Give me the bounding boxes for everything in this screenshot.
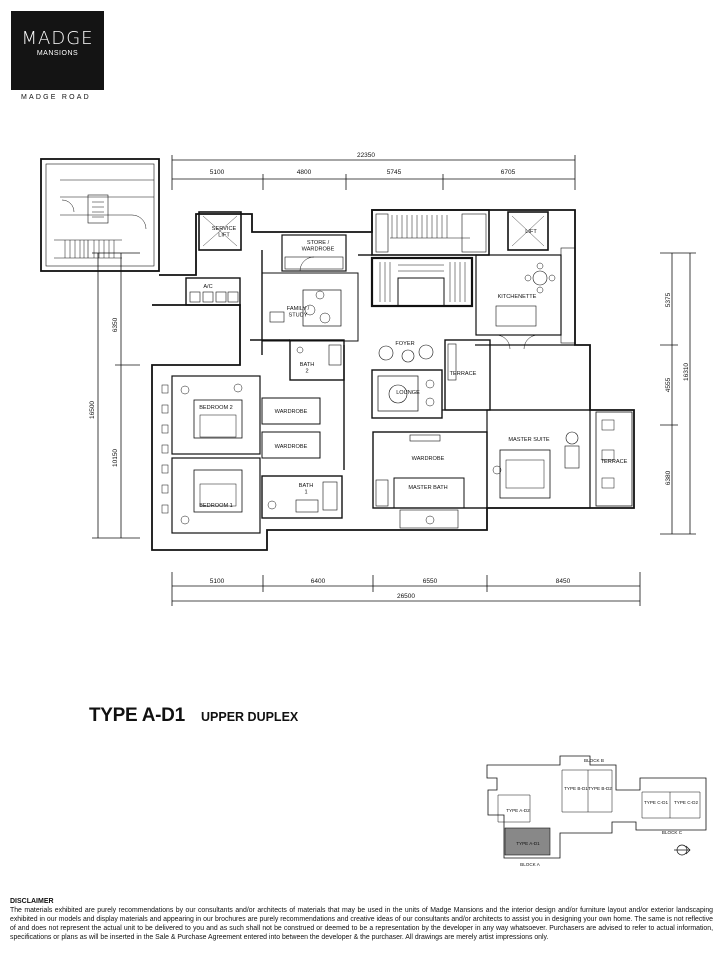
room-terrace-right: TERRACE [601,459,628,465]
dim-right-3: 6380 [665,470,672,485]
dim-left-outer: 16500 [89,401,96,419]
dim-right-2: 4555 [665,377,672,392]
key-type-a-d2: TYPE A-D2 [506,808,530,813]
dimension-labels: 22350 5100 4800 5745 6705 5100 6400 6550… [89,152,690,600]
room-foyer: FOYER [395,341,414,347]
key-type-b-d1: TYPE B-D1 [564,786,588,791]
key-plan: BLOCK B TYPE B-D1 TYPE B-D2 TYPE C-D1 TY… [486,755,707,867]
key-block-a: BLOCK A [520,862,541,867]
disclaimer-body: The materials exhibited are purely recom… [10,907,713,941]
brand-logo: MADGE MANSIONS [11,11,104,90]
room-family-study: FAMILY /STUDY [287,306,310,319]
key-block-c: BLOCK C [662,830,683,835]
dim-top-2: 4800 [297,169,312,176]
key-type-b-d2: TYPE B-D2 [588,786,612,791]
dim-top-4: 6705 [501,169,516,176]
room-kitchenette: KITCHENETTE [498,294,537,300]
dim-top-1: 5100 [210,169,225,176]
dim-bottom-4: 8450 [556,578,571,585]
road-name: MADGE ROAD [21,94,91,101]
key-plan-highlight [504,827,551,856]
dim-right-total: 16310 [683,363,690,381]
key-type-a-d1: TYPE A-D1 [516,841,540,846]
dim-left-inner-2: 10150 [112,449,119,467]
key-type-c-d1: TYPE C-D1 [644,800,668,805]
unit-type-subtitle: UPPER DUPLEX [201,710,299,724]
room-lift: LIFT [525,229,537,235]
key-block-b: BLOCK B [584,758,604,763]
room-wardrobe-2: WARDROBE [275,444,308,450]
north-arrow-icon [674,844,691,856]
dim-bottom-2: 6400 [311,578,326,585]
disclaimer-heading: DISCLAIMER [10,898,54,905]
unit-type-title: TYPE A-D1 [89,705,185,726]
brand-name: MADGE [21,28,94,49]
dimension-lines [92,155,696,606]
room-bedroom-2: BEDROOM 2 [199,405,233,411]
room-wardrobe-master: WARDROBE [412,456,445,462]
room-store-wardrobe: STORE /WARDROBE [302,240,335,253]
brand-sub: MANSIONS [36,50,79,57]
plan-walls [40,158,635,551]
room-wardrobe-1: WARDROBE [275,409,308,415]
room-bedroom-1: BEDROOM 1 [199,503,233,509]
dim-top-total: 22350 [357,152,375,159]
room-terrace-upper: TERRACE [450,371,477,377]
dim-right-1: 5375 [665,292,672,307]
dim-top-3: 5745 [387,169,402,176]
room-master-bath: MASTER BATH [408,485,447,491]
room-master-suite: MASTER SUITE [508,437,550,443]
room-ac: A/C [203,284,212,290]
dim-bottom-total: 26500 [397,593,415,600]
room-lounge: LOUNGE [396,390,420,396]
key-type-c-d2: TYPE C-D2 [674,800,698,805]
dim-bottom-1: 5100 [210,578,225,585]
dim-left-inner-1: 6350 [112,317,119,332]
dim-bottom-3: 6550 [423,578,438,585]
